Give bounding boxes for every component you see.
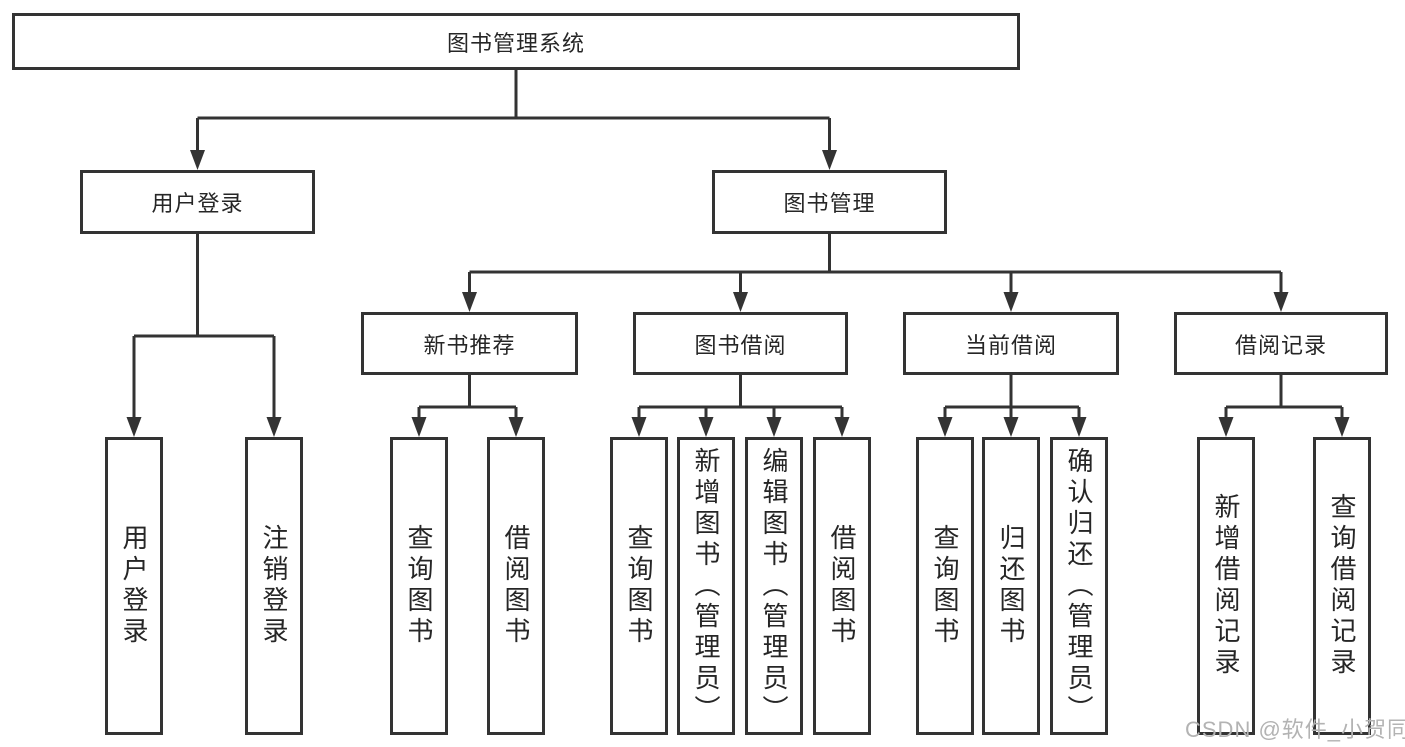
- node-root-system: 图书管理系统: [12, 13, 1020, 70]
- node-book-borrow: 图书借阅: [633, 312, 848, 375]
- leaf-confirm-return-admin: 确认归还（管理员）: [1050, 437, 1108, 735]
- leaf-user-login: 用户登录: [105, 437, 163, 735]
- leaf-add-book-admin: 新增图书（管理员）: [677, 437, 735, 735]
- node-current-borrow: 当前借阅: [903, 312, 1119, 375]
- leaf-borrow-books: 借阅图书: [813, 437, 871, 735]
- leaf-add-borrow-record: 新增借阅记录: [1197, 437, 1255, 735]
- leaf-return-book: 归还图书: [982, 437, 1040, 735]
- node-user-login: 用户登录: [80, 170, 315, 234]
- leaf-query-books-recommend: 查询图书: [390, 437, 448, 735]
- arrowhead-icons: [126, 150, 1350, 437]
- leaf-query-books-current: 查询图书: [916, 437, 974, 735]
- leaf-borrow-books-recommend: 借阅图书: [487, 437, 545, 735]
- leaf-edit-book-admin: 编辑图书（管理员）: [745, 437, 803, 735]
- node-book-management: 图书管理: [712, 170, 947, 234]
- leaf-query-books-borrow: 查询图书: [610, 437, 668, 735]
- csdn-watermark: CSDN @软件_小贺同学: [1185, 717, 1405, 742]
- node-new-book-recommend: 新书推荐: [361, 312, 578, 375]
- leaf-logout: 注销登录: [245, 437, 303, 735]
- node-borrow-records: 借阅记录: [1174, 312, 1388, 375]
- leaf-query-borrow-record: 查询借阅记录: [1313, 437, 1371, 735]
